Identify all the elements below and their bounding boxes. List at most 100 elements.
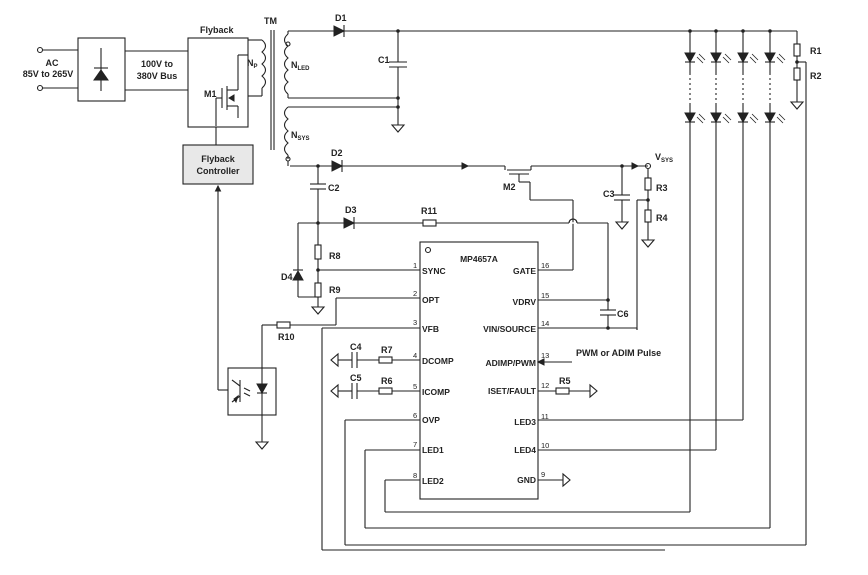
rectifier-block [77,37,126,102]
pin-icomp: ICOMP [422,387,450,397]
c4-label: C4 [350,342,362,352]
r5-label: R5 [559,376,571,386]
ground-icon [330,383,339,399]
pin-num-5: 5 [413,382,417,391]
pin-num-9: 9 [541,470,545,479]
ac-label: AC [46,58,59,68]
c6-label: C6 [617,309,629,319]
r11-label: R11 [421,206,437,216]
pin-num-8: 8 [413,471,417,480]
c2-label: C2 [328,183,340,193]
pin-vin-source: VIN/SOURCE [483,324,536,334]
c5: C5 [350,373,362,399]
pin-num-1: 1 [413,261,417,270]
primary-winding [261,39,267,89]
pin-dcomp: DCOMP [422,356,454,366]
flyback-controller-label-2: Controller [196,166,239,176]
pin-gnd: GND [517,475,536,485]
pin-iset-fault: ISET/FAULT [488,386,537,396]
pin-led1: LED1 [422,445,444,455]
pin-gate: GATE [513,266,536,276]
r6: R6 [378,376,393,395]
transformer: TM NLED NSYS [264,16,310,162]
ground-icon [310,306,326,315]
pin-num-16: 16 [541,261,549,270]
mp4657a-ic: MP4657A [419,241,539,500]
ac-input: AC 85V to 265V [23,46,78,92]
right-pins: GATE 16 VDRV 15 VIN/SOURCE 14 ADIMP/PWM … [483,261,549,485]
flyback-controller-label-1: Flyback [201,154,236,164]
pin-num-10: 10 [541,441,549,450]
vsys-label: VSYS [655,152,673,164]
d3: D3 [343,205,357,229]
d2-label: D2 [331,148,343,158]
pin-led3: LED3 [514,417,536,427]
pin-num-12: 12 [541,381,549,390]
m1-label: M1 [204,89,217,99]
m2-label: M2 [503,182,516,192]
r7: R7 [378,345,393,364]
r6-label: R6 [381,376,393,386]
flyback-controller: Flyback Controller [182,144,254,185]
nled-label: NLED [291,60,310,72]
d1: D1 [333,13,347,37]
r1-r2: R1 R2 [789,31,822,545]
pin-sync: SYNC [422,266,446,276]
pin-num-13: 13 [541,351,549,360]
bus-label-1: 100V to [141,59,174,69]
ground-icon [614,221,630,230]
pwm-adim-label: PWM or ADIM Pulse [576,348,661,358]
d2: D2 [331,148,344,172]
r10-label: R10 [278,332,295,342]
c2: C2 [310,166,340,245]
pin-num-14: 14 [541,319,549,328]
pin-vdrv: VDRV [513,297,537,307]
r4-label: R4 [656,213,668,223]
c3-label: C3 [603,189,615,199]
ac-range-label: 85V to 265V [23,69,74,79]
np-label: NP [247,58,258,70]
led-strings [684,31,786,528]
bus-label-2: 380V Bus [137,71,178,81]
nsys-label: NSYS [291,130,310,142]
r9: R9 [314,282,341,298]
c1: C1 [378,31,407,133]
pin-num-11: 11 [541,412,549,421]
r7-label: R7 [381,345,393,355]
r1-label: R1 [810,46,822,56]
ground-icon [390,124,406,133]
pin-adimp-pwm: ADIMP/PWM [485,358,536,368]
c1-label: C1 [378,55,390,65]
c4: C4 [350,342,362,368]
c6: C6 [600,309,629,328]
d3-label: D3 [345,205,357,215]
r8: R8 [314,244,341,261]
ic-name: MP4657A [460,254,498,264]
rectifier-diode-icon [93,69,109,81]
flyback-block: Flyback M1 NP [187,25,262,128]
pin-num-2: 2 [413,289,417,298]
ground-icon [254,441,270,450]
c5-label: C5 [350,373,362,383]
pin-num-7: 7 [413,440,417,449]
pin-num-15: 15 [541,291,549,300]
left-pins: SYNC 1 OPT 2 VFB 3 DCOMP 4 ICOMP 5 OVP 6… [413,261,454,486]
ground-icon [562,472,571,488]
d1-label: D1 [335,13,347,23]
pin-num-3: 3 [413,318,417,327]
ground-icon [589,383,598,399]
optocoupler [227,367,277,416]
pin-led2: LED2 [422,476,444,486]
pin-vfb: VFB [422,324,439,334]
ground-icon [789,101,805,110]
flyback-title: Flyback [200,25,235,35]
r11: R11 [421,206,437,227]
ground-icon [640,239,656,248]
pin-num-4: 4 [413,351,417,360]
m2: M2 [503,166,574,270]
pin-opt: OPT [422,295,440,305]
r8-label: R8 [329,251,341,261]
r5: R5 [555,376,571,395]
pin-num-6: 6 [413,411,417,420]
